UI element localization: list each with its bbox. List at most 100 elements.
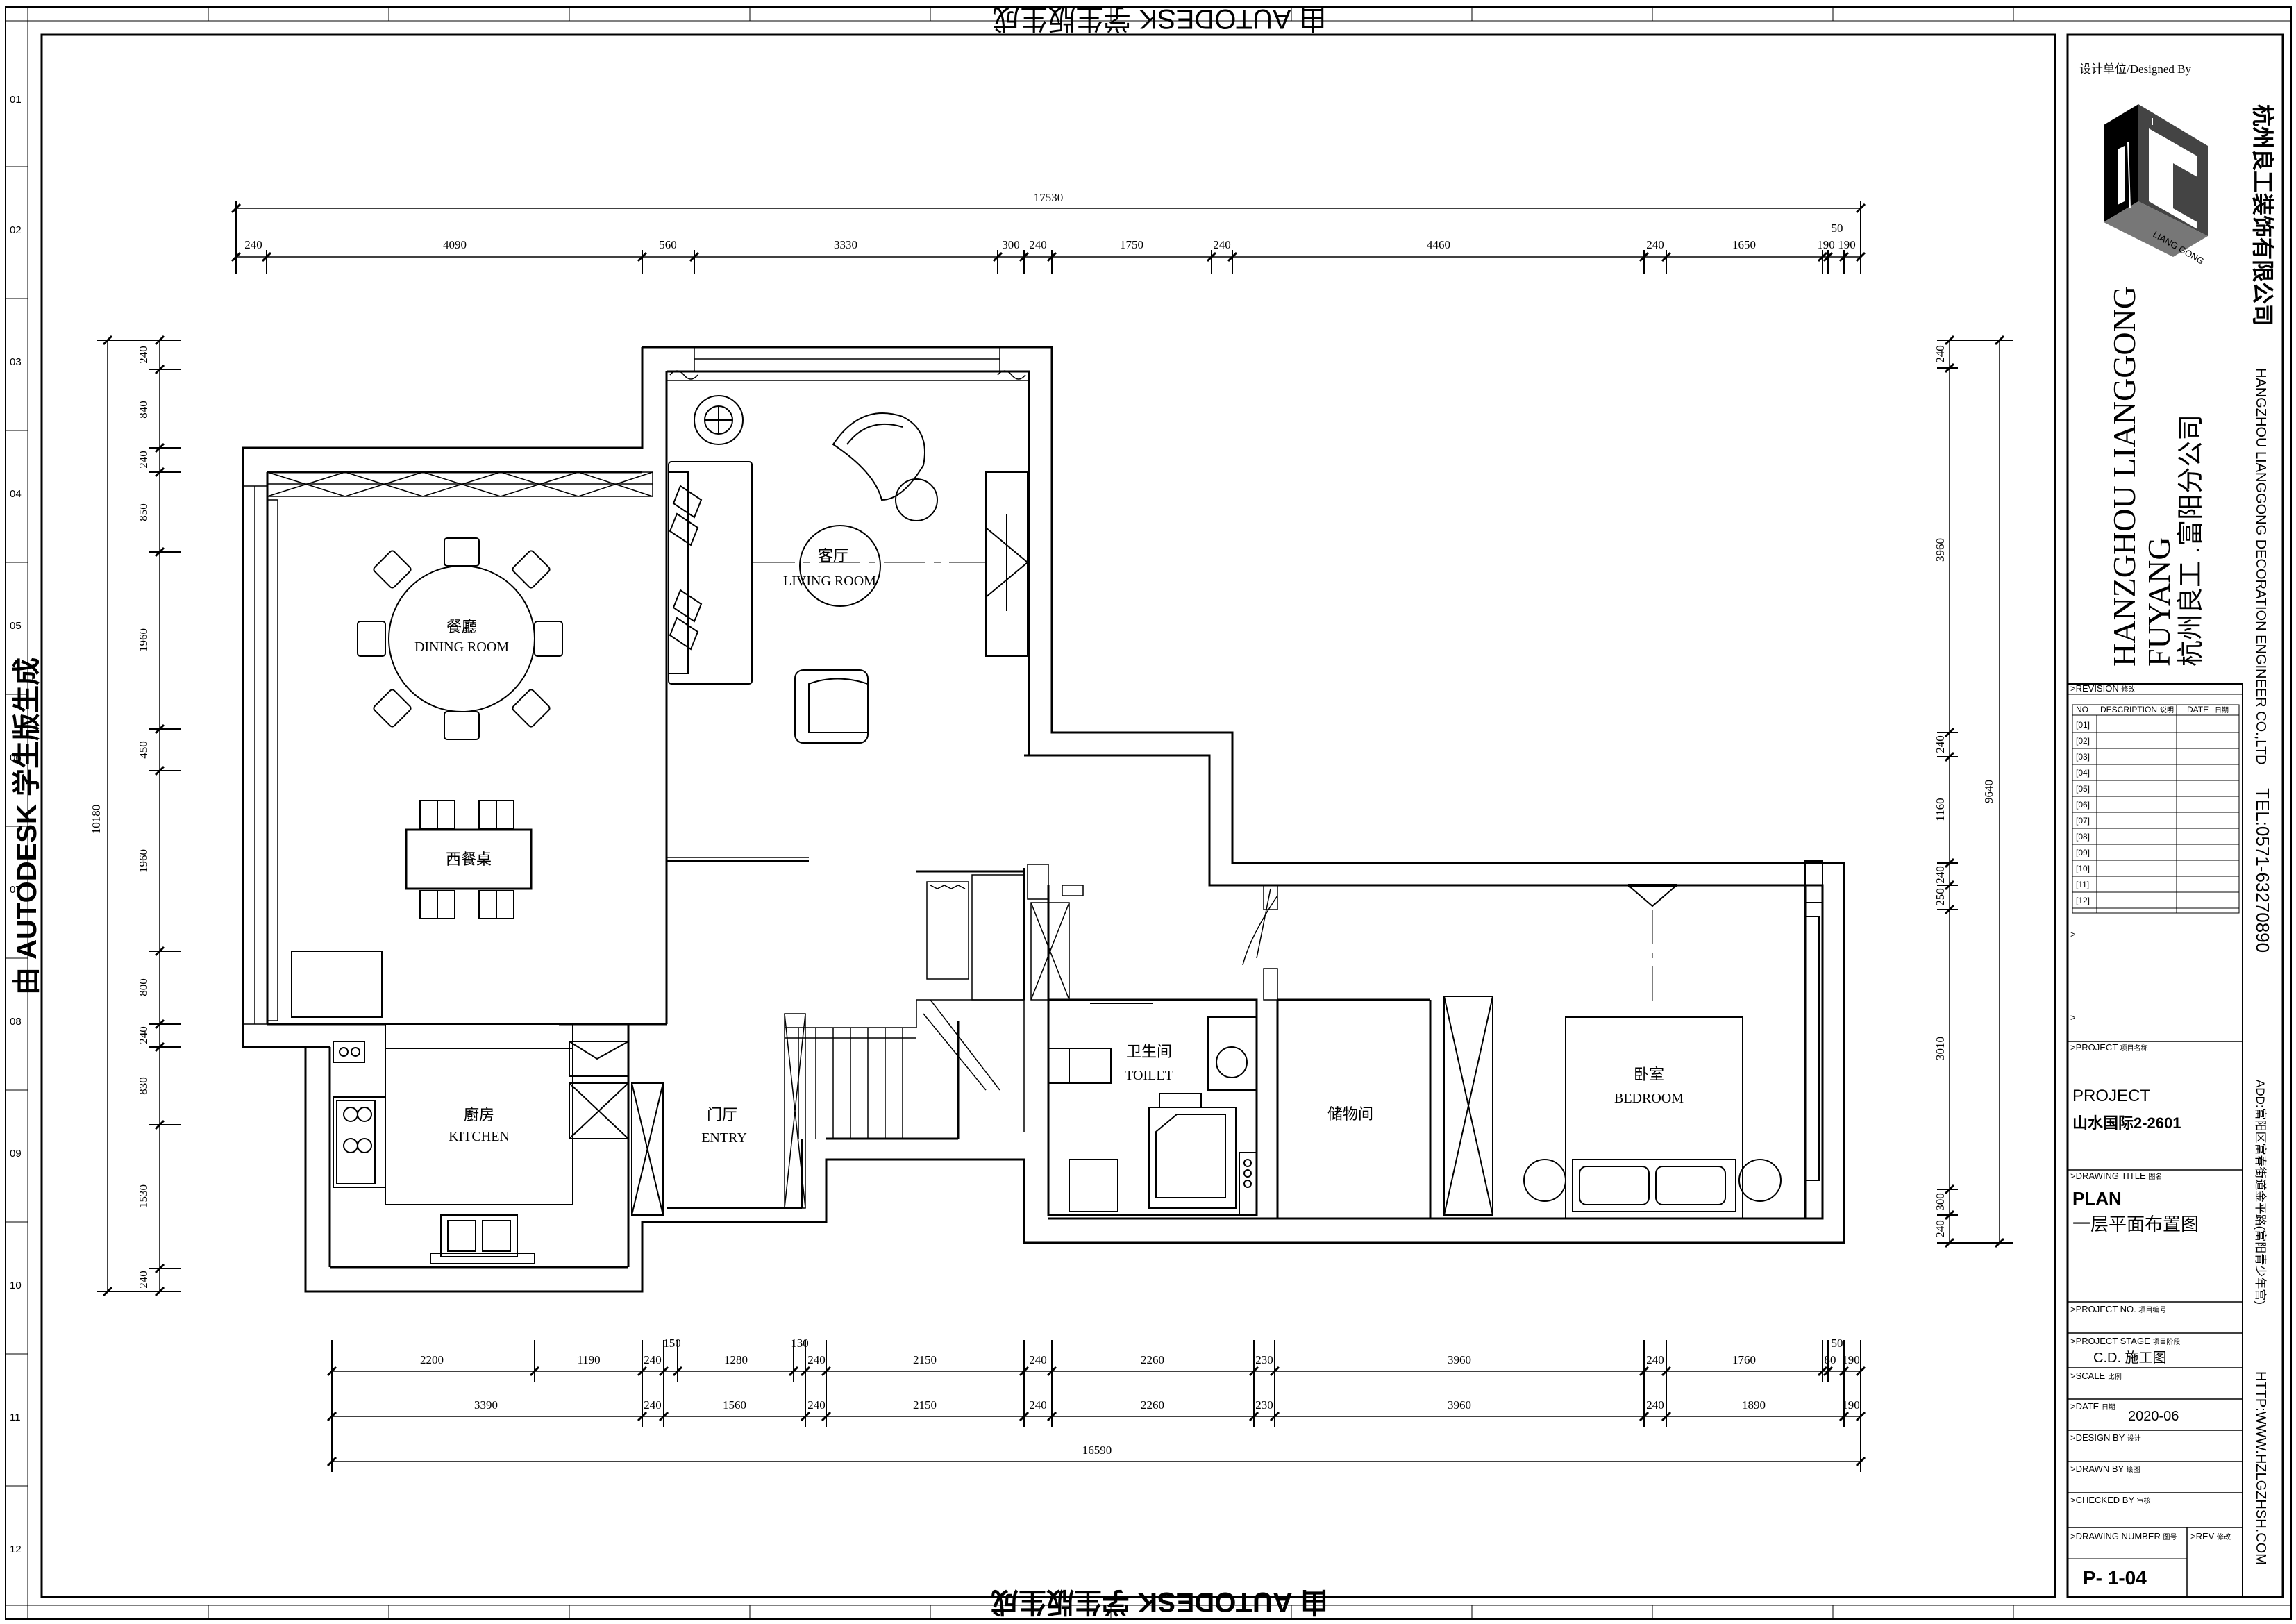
row-label: 09	[10, 1148, 22, 1160]
dim-label: 450	[137, 741, 150, 759]
dim-label: 300	[1002, 238, 1020, 251]
rev-row: [05]	[2076, 784, 2090, 794]
dim-label: 240	[1934, 1220, 1947, 1238]
dim-label: 2200	[420, 1353, 444, 1366]
scale-label: >SCALE 比例	[2070, 1371, 2122, 1381]
dim-label: 150	[663, 1337, 681, 1350]
bedroom-furniture	[1443, 860, 1823, 1219]
storage-door	[1242, 885, 1389, 1001]
dim-label: 300	[1934, 1193, 1947, 1211]
dim-label: 830	[137, 1077, 150, 1095]
dim-label: 4460	[1427, 238, 1450, 251]
designed-by: 设计单位/Designed By	[2079, 62, 2192, 76]
top-dimensions	[231, 201, 1866, 274]
dim-label: 3390	[474, 1398, 498, 1412]
dim-label: 800	[137, 978, 150, 996]
drawing-number-label: >DRAWING NUMBER 图号	[2070, 1531, 2177, 1541]
left-dimension-labels: 10180 240 840 240 850 1960 450 1960 800 …	[90, 346, 150, 1289]
drawing-title-plan: PLAN	[2072, 1188, 2122, 1209]
dim-label: 2150	[913, 1353, 937, 1366]
project-heading: PROJECT	[2072, 1087, 2150, 1105]
rev-col-no: NO	[2076, 705, 2088, 714]
living-room-en: LIVING ROOM	[783, 574, 876, 589]
rev-row: [01]	[2076, 720, 2090, 730]
watermark-top: 由 AUTODESK 学生版生成	[992, 3, 1327, 34]
kitchen-cn: 廚房	[464, 1106, 494, 1123]
project-stage: C.D. 施工图	[2093, 1350, 2167, 1366]
living-room-cn: 客厅	[818, 547, 848, 564]
row-label: 03	[10, 356, 22, 368]
company-addr: ADD:富阳区富春街道金平路(富阳青少年宫)	[2254, 1080, 2267, 1305]
dim-label: 2260	[1141, 1398, 1164, 1412]
dim-label: 240	[644, 1353, 662, 1366]
dim-label: 1280	[724, 1353, 748, 1366]
rev-row: [04]	[2076, 768, 2090, 778]
company-en-line1: HANZGHOU LIANGGONG	[2106, 286, 2142, 667]
kitchen-labels: 廚房 KITCHEN	[449, 1106, 510, 1144]
kitchen-furniture	[333, 1023, 664, 1264]
dim-bottom-total: 16590	[1082, 1443, 1112, 1457]
top-dimension-labels: 17530 240 4090 560 3330 300 240 1750 240…	[244, 191, 1856, 251]
dim-label: 3010	[1934, 1037, 1947, 1060]
dim-label: 240	[807, 1353, 826, 1366]
dim-top-total: 17530	[1034, 191, 1064, 204]
dim-left-total: 10180	[90, 805, 103, 835]
dim-label: 190	[1838, 238, 1856, 251]
bedroom-labels: 卧室 BEDROOM	[1614, 1066, 1684, 1106]
dim-label: 240	[137, 1026, 150, 1044]
company-http: HTTP:WWW.HZLGZHSH.COM	[2253, 1371, 2268, 1565]
living-label: 客厅 LIVING ROOM	[783, 547, 876, 589]
tb-arrow-2: >	[2070, 1012, 2076, 1023]
rev-label: >REV 修改	[2190, 1531, 2231, 1541]
toilet-en: TOILET	[1125, 1068, 1173, 1083]
dim-label: 240	[807, 1398, 826, 1412]
row-label: 11	[10, 1412, 21, 1423]
dim-label: 240	[137, 1271, 150, 1289]
rev-row: [07]	[2076, 816, 2090, 826]
dim-label: 240	[1646, 1398, 1664, 1412]
right-dimension-labels: 9640 240 3960 240 1160 240 250 3010 300 …	[1934, 345, 1995, 1238]
drawing-title-cn: 一层平面布置图	[2072, 1214, 2199, 1234]
dining-furniture	[291, 537, 563, 1018]
toilet-labels: 卫生间 TOILET	[1125, 1043, 1173, 1083]
dim-label: 1560	[723, 1398, 746, 1412]
dim-label: 1890	[1742, 1398, 1766, 1412]
company-en-line2: FUYANG	[2141, 537, 2177, 667]
dim-label: 240	[244, 238, 262, 251]
company-cn-branch: 杭州良工 .富阳分公司	[2177, 415, 2206, 667]
storage-labels: 储物间	[1327, 1105, 1373, 1123]
dim-label: 240	[1029, 1398, 1047, 1412]
drawing-number: P- 1-04	[2083, 1567, 2147, 1589]
dim-label: 240	[1029, 238, 1047, 251]
watermarks: 由 AUTODESK 学生版生成 由 AUTODESK 学生版生成 由 AUTO…	[12, 3, 1328, 1617]
dim-label: 3960	[1934, 538, 1947, 562]
dining-room-en: DINING ROOM	[414, 639, 509, 655]
dim-label: 240	[1934, 866, 1947, 884]
toilet-cn: 卫生间	[1126, 1043, 1172, 1060]
project-label: >PROJECT 项目名称	[2070, 1042, 2148, 1053]
dim-label: 1960	[137, 849, 150, 873]
left-dimensions	[97, 335, 181, 1297]
checked-by-label: >CHECKED BY 审核	[2070, 1495, 2151, 1505]
dim-label: 230	[1255, 1353, 1273, 1366]
dim-label: 190	[1842, 1353, 1860, 1366]
rev-col-date: DATE	[2187, 705, 2209, 714]
sheet-frame	[5, 6, 2292, 1620]
dim-label: 3330	[834, 238, 857, 251]
dim-label: 250	[1934, 888, 1947, 906]
dim-label: 1760	[1732, 1353, 1756, 1366]
row-label: 12	[10, 1543, 22, 1555]
toilet-fixtures	[1048, 1003, 1257, 1216]
dim-label: 240	[644, 1398, 662, 1412]
row-label: 01	[10, 94, 22, 106]
rev-row: [11]	[2076, 880, 2089, 889]
company-en-full: HANGZHOU LIANGGONG DECORATION ENGINEER C…	[2253, 368, 2268, 765]
dim-label: 240	[137, 346, 150, 364]
row-label: 06	[10, 752, 22, 764]
row-label: 07	[10, 884, 22, 896]
dim-label: 1530	[137, 1184, 150, 1208]
watermark-bottom: 由 AUTODESK 学生版生成	[991, 1587, 1328, 1617]
design-by-label: >DESIGN BY 设计	[2070, 1432, 2141, 1443]
company-logo	[2104, 104, 2208, 257]
entry-labels: 门厅 ENTRY	[701, 1106, 747, 1146]
